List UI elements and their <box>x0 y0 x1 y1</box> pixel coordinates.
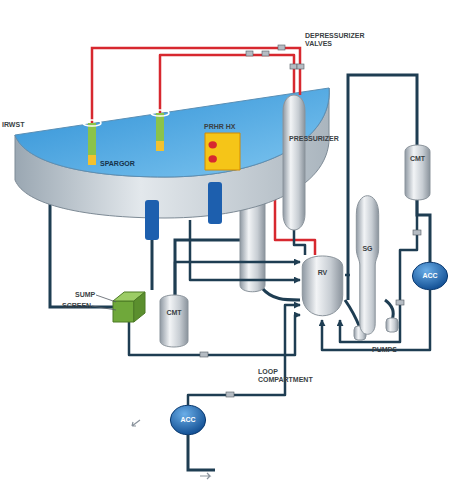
valve-label: DEPRESSURIZER VALVES <box>305 32 371 48</box>
shape-part <box>113 301 134 322</box>
shape-part <box>412 262 447 289</box>
shape-part <box>356 196 378 335</box>
surge-line-pipe <box>294 230 305 255</box>
depressurization-line <box>159 85 162 113</box>
injection-pipe <box>175 262 300 295</box>
injection-pipe <box>190 220 300 280</box>
valve-symbol <box>246 51 253 56</box>
shape-part <box>160 295 188 347</box>
area-label: LOOP COMPARTMENT <box>258 368 318 384</box>
valve-symbol <box>297 64 304 69</box>
shape-part <box>205 133 240 170</box>
shape-part <box>209 141 217 148</box>
core-makeup-tank: CMT <box>405 145 430 200</box>
shape-part <box>134 292 145 322</box>
pipe <box>175 240 240 295</box>
cyl-outline <box>405 145 430 200</box>
valve-symbol <box>226 392 234 397</box>
hot-leg-pipe <box>345 274 350 277</box>
node-label: SG <box>350 245 385 253</box>
pipe <box>417 200 430 262</box>
node-label: ACC <box>412 272 448 280</box>
node-label: CMT <box>160 309 188 317</box>
pressurizer-vessel: PRESSURIZER <box>283 95 305 230</box>
heat-exchanger: PRHR HX <box>205 133 240 170</box>
core-makeup-tank: CMT <box>160 295 188 347</box>
valve-symbol <box>413 230 421 235</box>
injection-pipe <box>188 305 300 405</box>
rv-outline <box>300 255 345 320</box>
reactor-vessel: RV <box>300 255 345 320</box>
steam-generator: SG <box>350 195 385 335</box>
valve-symbol <box>396 300 404 305</box>
sg-outline <box>350 195 385 335</box>
pipe <box>262 288 300 300</box>
node-label: IRWST <box>2 121 24 129</box>
box-outline <box>205 133 240 170</box>
shape-part <box>405 145 430 200</box>
node-label: SUMP <box>75 291 95 299</box>
pipe <box>50 200 113 307</box>
node-label: PRESSURIZER <box>289 135 339 143</box>
flow-arrow <box>200 473 210 479</box>
part-label: PUMPS <box>372 346 412 354</box>
pipe <box>345 300 360 328</box>
shape-part <box>283 95 305 230</box>
accumulator: ACC <box>170 405 206 435</box>
pipe <box>385 300 393 320</box>
node-label: PRHR HX <box>204 123 236 131</box>
recirculation-pipe <box>129 315 300 355</box>
node-label: RV <box>300 269 345 277</box>
valve-symbol <box>262 51 269 56</box>
pipe <box>151 238 154 290</box>
valve-symbol <box>278 45 285 50</box>
node-label: SCREEN <box>62 302 91 310</box>
shape-part <box>15 88 329 177</box>
pump-symbol <box>386 318 398 332</box>
flow-arrow <box>132 420 140 426</box>
shape-part <box>209 155 217 162</box>
node-label: CMT <box>405 155 430 163</box>
leader-line <box>92 306 116 310</box>
shape-part <box>170 405 205 434</box>
node-label: ACC <box>170 416 206 424</box>
depressurization-pipe <box>160 55 294 95</box>
shape-part <box>15 88 329 218</box>
cyl-outline <box>283 95 305 230</box>
sump-screen: SUMPSCREEN <box>113 292 145 322</box>
valve-symbol <box>200 352 208 357</box>
accumulator: ACC <box>412 262 448 290</box>
pipe <box>188 435 215 470</box>
cube-outline <box>113 292 145 322</box>
shape-part <box>302 256 343 316</box>
part-label: SPARGOR <box>100 160 140 168</box>
valve-symbol <box>290 64 297 69</box>
cyl-outline <box>160 295 188 347</box>
